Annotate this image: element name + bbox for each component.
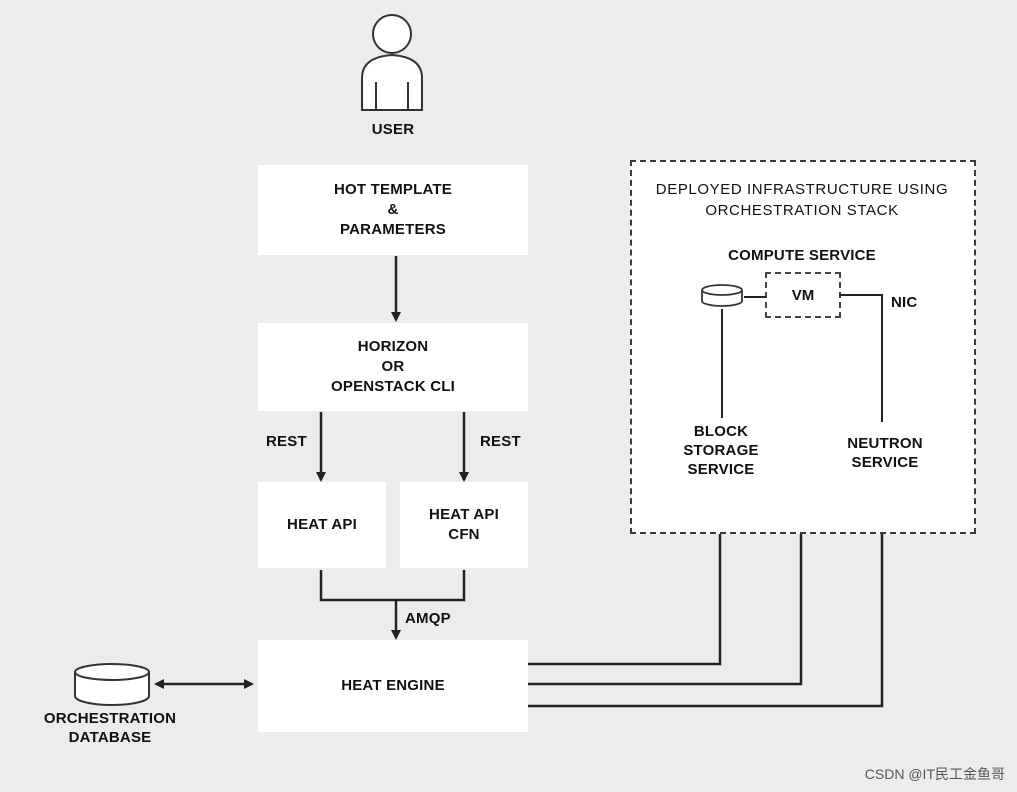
hot-template-line-1: HOT TEMPLATE <box>334 181 452 198</box>
database-label-line-2: DATABASE <box>68 729 152 746</box>
horizon-line-2: OR <box>381 358 405 375</box>
heat-api-cfn-box: HEAT API CFN <box>400 482 528 568</box>
block-storage-line-1: BLOCK <box>693 423 749 440</box>
deployed-title-line-2: ORCHESTRATION STACK <box>705 202 899 219</box>
user-label: USER <box>371 121 415 138</box>
deployed-title-line-1: DEPLOYED INFRASTRUCTURE USING <box>655 181 949 198</box>
heat-engine-box: HEAT ENGINE <box>258 640 528 732</box>
arrow-heat-apis-to-engine <box>319 570 466 638</box>
block-storage-line-3: SERVICE <box>687 461 755 478</box>
compute-service-label: COMPUTE SERVICE <box>728 247 876 264</box>
deployed-infrastructure-frame <box>630 160 976 534</box>
arrow-engine-to-block-storage <box>528 498 725 666</box>
rest-label-right: REST <box>480 433 521 450</box>
deployed-infrastructure-title: DEPLOYED INFRASTRUCTURE USING ORCHESTRAT… <box>632 179 972 221</box>
horizon-line-1: HORIZON <box>357 338 429 355</box>
database-label-line-1: ORCHESTRATION <box>43 710 177 727</box>
nic-label: NIC <box>891 294 918 311</box>
block-storage-label: BLOCK STORAGE SERVICE <box>665 422 777 479</box>
hot-template-box: HOT TEMPLATE & PARAMETERS <box>258 165 528 255</box>
heat-api-box: HEAT API <box>258 482 386 568</box>
watermark-text: CSDN @IT民工金鱼哥 <box>864 766 1005 782</box>
block-storage-line-2: STORAGE <box>683 442 759 459</box>
vm-label: VM <box>791 286 815 304</box>
user-icon <box>361 14 423 111</box>
neutron-label: NEUTRON SERVICE <box>826 434 944 472</box>
internal-connectors <box>721 294 883 422</box>
volume-disk-icon <box>701 284 743 307</box>
horizon-line-3: OPENSTACK CLI <box>331 378 455 395</box>
neutron-line-2: SERVICE <box>851 454 919 471</box>
amqp-label: AMQP <box>405 610 451 627</box>
heat-api-cfn-line-2: CFN <box>448 526 480 543</box>
heat-engine-label: HEAT ENGINE <box>341 677 445 694</box>
hot-template-line-3: PARAMETERS <box>340 221 446 238</box>
neutron-line-1: NEUTRON <box>847 435 923 452</box>
rest-label-left: REST <box>266 433 307 450</box>
database-label: ORCHESTRATION DATABASE <box>36 709 184 747</box>
heat-api-label: HEAT API <box>287 516 357 533</box>
vm-box: VM <box>765 272 841 318</box>
heat-api-cfn-line-1: HEAT API <box>429 506 499 523</box>
database-icon <box>74 663 150 706</box>
horizon-box: HORIZON OR OPENSTACK CLI <box>258 323 528 411</box>
hot-template-line-2: & <box>387 201 399 218</box>
arrow-engine-to-neutron <box>528 498 887 708</box>
